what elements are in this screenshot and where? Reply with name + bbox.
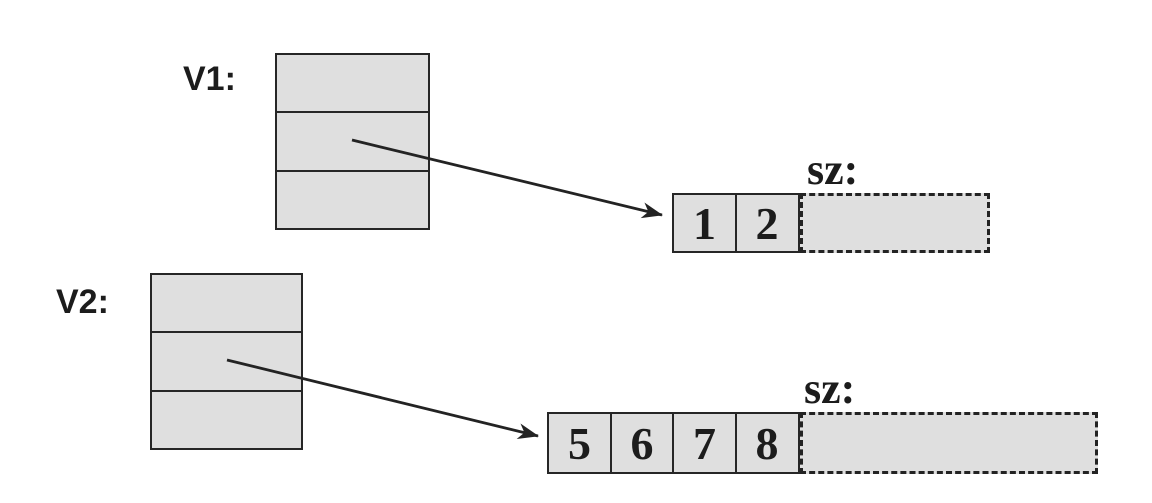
v1-sz-label: sz: [807,145,859,194]
v1-object-slot [277,169,428,228]
v2-array-cell: 6 [609,412,675,474]
v2-object-slot [152,389,301,448]
v2-object-slot [152,275,301,331]
v2-object-pointer-slot [152,331,301,389]
v2-array-cell: 7 [672,412,737,474]
v2-unused-capacity-box [800,412,1098,474]
v1-array-cell: 2 [734,193,800,253]
v2-sz-label: sz: [804,364,856,413]
v1-array-cell: 1 [672,193,737,253]
v1-data-array: 1 2 [672,193,800,253]
v1-label: V1: [183,60,236,98]
v2-object-box [150,273,303,450]
v1-object-pointer-slot [277,111,428,169]
v2-array-cell: 8 [734,412,800,474]
v1-object-box [275,53,430,230]
v2-label: V2: [56,283,109,321]
v2-data-array: 5 6 7 8 [547,412,800,474]
v1-object-slot [277,55,428,111]
v1-unused-capacity-box [800,193,990,253]
v2-array-cell: 5 [547,412,612,474]
